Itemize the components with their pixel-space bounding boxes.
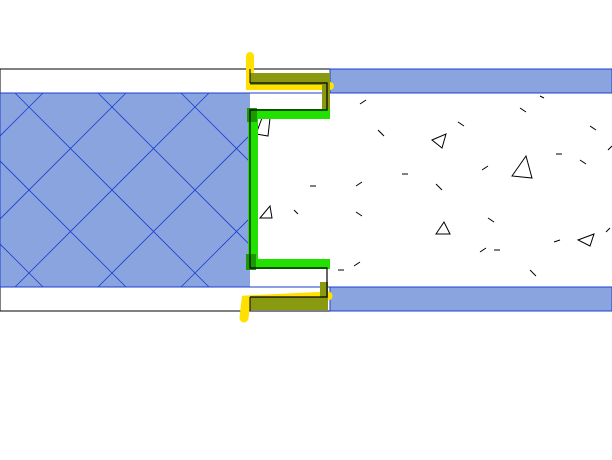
aggregate-dash: [355, 181, 363, 187]
aggregate-triangle: [258, 204, 273, 219]
aggregate-dash: [435, 183, 443, 191]
hatch-line: [180, 217, 250, 287]
c-profile: [246, 69, 330, 311]
aggregate-triangle: [431, 133, 447, 149]
aggregate-dash: [293, 209, 299, 215]
hatch-line: [0, 93, 44, 137]
aggregate-dash: [605, 227, 611, 233]
concrete-block: [250, 92, 612, 288]
aggregate-triangle: [511, 154, 533, 179]
cross-hatch: [0, 93, 250, 287]
hatch-line: [97, 134, 250, 287]
aggregate-dash: [519, 107, 527, 113]
hatch-line: [14, 93, 210, 287]
hatch-line: [0, 243, 44, 287]
aggregate-dash: [553, 239, 561, 243]
aggregate-triangle: [576, 233, 595, 247]
hatch-line: [0, 93, 127, 220]
aggregate-dash: [579, 159, 587, 165]
aggregate-dash: [589, 125, 597, 131]
aggregate-dash: [355, 211, 363, 217]
aggregate-dash: [607, 145, 612, 151]
aggregate-dash: [529, 269, 537, 277]
aggregate-dash: [353, 261, 361, 267]
aggregate-dash: [479, 247, 487, 253]
hatch-line: [180, 93, 250, 163]
aggregate-dash: [539, 95, 545, 99]
aggregate-triangle: [435, 221, 451, 235]
aggregate-dash: [487, 217, 495, 223]
aggregate-dash: [377, 129, 385, 137]
aggregate-dash: [481, 165, 489, 171]
aggregate-dash: [457, 121, 465, 127]
aggregate-dash: [359, 99, 367, 105]
